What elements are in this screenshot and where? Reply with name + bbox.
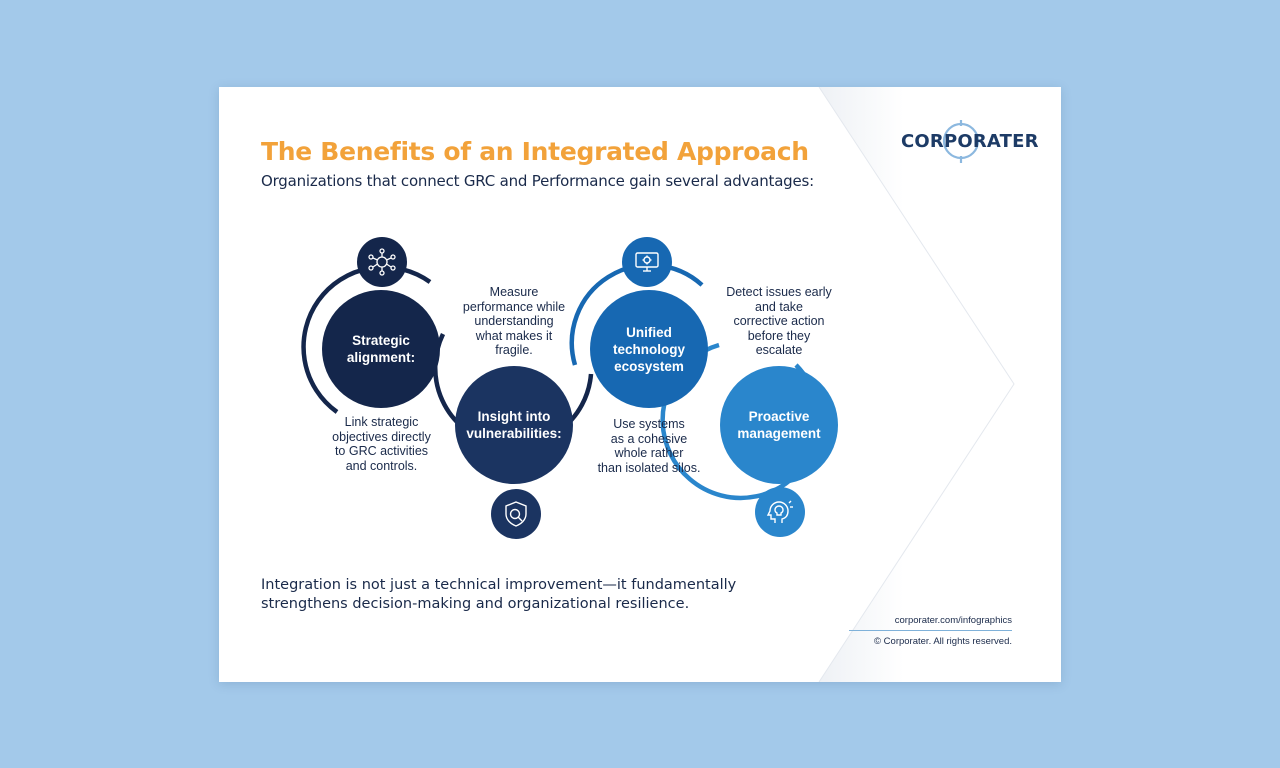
benefit-label: Unified technology ecosystem xyxy=(612,324,685,374)
footer-copyright: © Corporater. All rights reserved. xyxy=(874,636,1012,647)
logo-target-icon xyxy=(942,120,980,163)
benefit-description: Measure performance while understanding … xyxy=(462,285,566,357)
page-title: The Benefits of an Integrated Approach xyxy=(261,137,809,166)
corporater-logo: CORPORATER xyxy=(899,117,1039,167)
conclusion-text: Integration is not just a technical impr… xyxy=(261,577,737,612)
benefit-circle-insight-into-vulnerabilities: Insight into vulnerabilities: xyxy=(455,366,573,484)
logo-text: CORPORATER xyxy=(901,131,1039,152)
infographic-card: The Benefits of an Integrated Approach O… xyxy=(219,87,1061,682)
benefit-label: Strategic alignment: xyxy=(346,333,416,365)
page-subtitle: Organizations that connect GRC and Perfo… xyxy=(261,172,815,190)
benefit-icon-disc xyxy=(755,487,805,537)
footer-link[interactable]: corporater.com/infographics xyxy=(894,615,1012,626)
benefit-description: Detect issues early and take corrective … xyxy=(726,285,832,357)
benefit-icon-disc xyxy=(357,237,407,287)
benefit-label: Proactive management xyxy=(737,409,821,441)
chevron-background xyxy=(818,87,1061,682)
computer-gear-icon xyxy=(635,252,659,272)
benefit-description: Link strategic objectives directly to GR… xyxy=(332,415,431,473)
benefit-description: Use systems as a cohesive whole rather t… xyxy=(597,417,701,475)
benefit-icon-disc xyxy=(491,489,541,539)
shield-search-icon xyxy=(505,501,527,527)
benefit-circle-proactive-management: Proactive management xyxy=(720,366,838,484)
benefits-diagram: Strategic alignment: Link strategic obje… xyxy=(219,87,1061,682)
network-icon xyxy=(368,248,396,276)
benefit-circle-unified-technology-ecosystem: Unified technology ecosystem xyxy=(590,290,708,408)
benefit-icon-disc xyxy=(622,237,672,287)
head-idea-icon xyxy=(766,500,793,523)
benefit-circle-strategic-alignment: Strategic alignment: xyxy=(322,290,440,408)
footer-divider xyxy=(849,630,1012,631)
benefit-label: Insight into vulnerabilities: xyxy=(466,409,562,441)
